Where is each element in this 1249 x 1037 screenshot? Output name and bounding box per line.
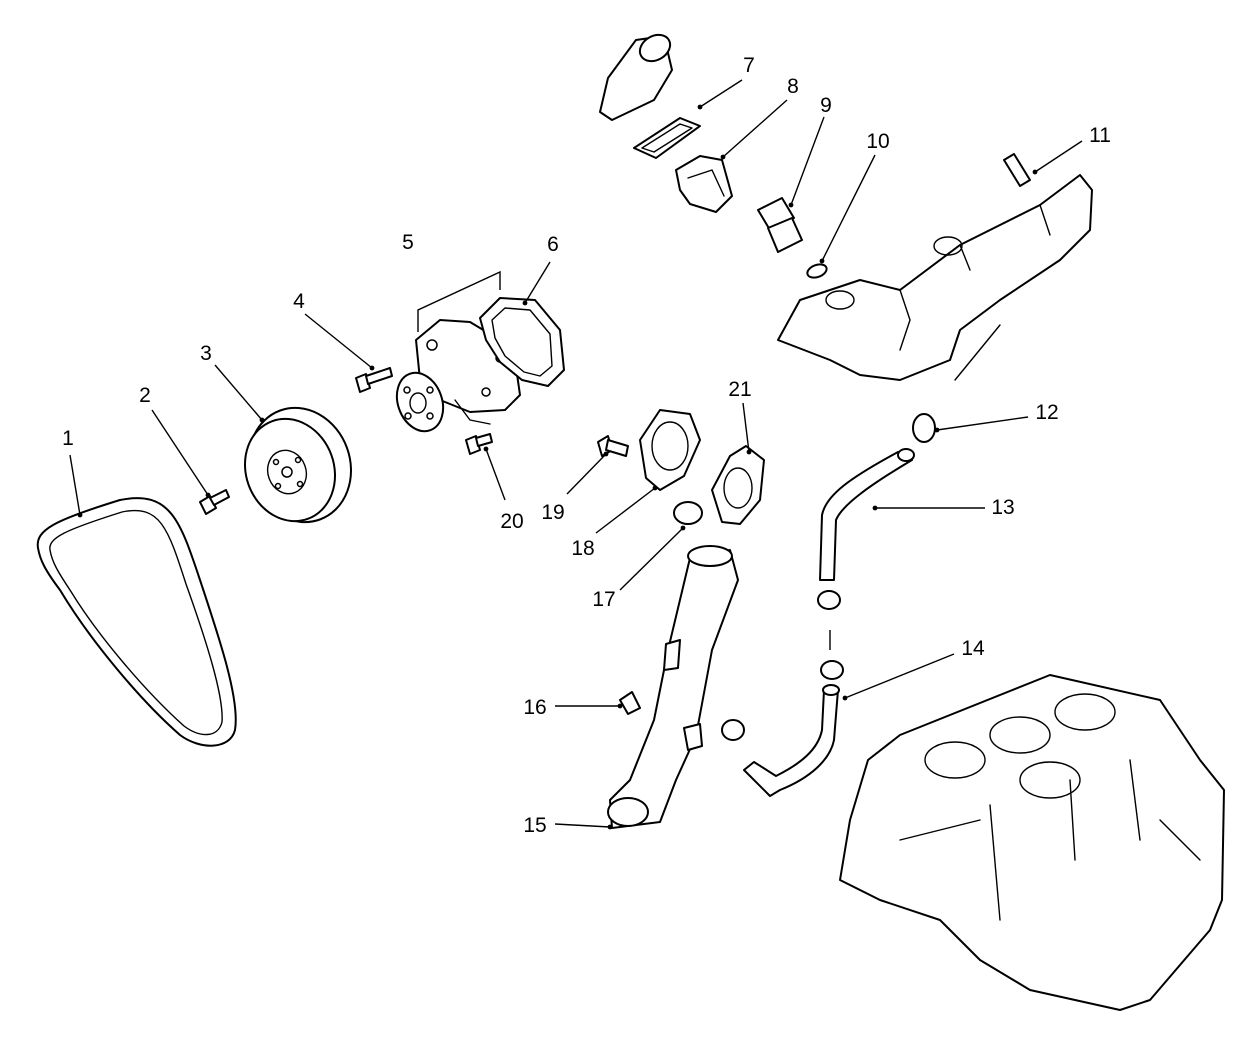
flange-gasket — [711, 445, 765, 525]
thermostat-outlet — [599, 33, 673, 121]
callout-3: 3 — [200, 342, 212, 365]
callout-labels: 1 2 3 4 5 6 7 8 9 10 11 12 13 14 15 16 1… — [62, 54, 1111, 837]
callout-13: 13 — [991, 496, 1014, 519]
leader-lines — [69, 79, 1083, 828]
callout-15: 15 — [523, 814, 546, 837]
hose-clamp-middle — [817, 590, 841, 610]
o-ring — [806, 263, 828, 279]
water-pump-gasket — [479, 297, 565, 387]
cylinder-block — [839, 674, 1225, 1011]
cylinder-head-manifold — [777, 174, 1093, 381]
callout-17: 17 — [592, 588, 615, 611]
callout-10: 10 — [866, 130, 889, 153]
callout-9: 9 — [820, 94, 832, 117]
callout-5: 5 — [402, 231, 414, 254]
hose-clamp-upper — [912, 413, 936, 443]
water-pump-bolt-long — [355, 367, 393, 393]
callout-21: 21 — [728, 378, 751, 401]
bypass-hose — [819, 448, 915, 581]
callout-20: 20 — [500, 510, 523, 533]
water-inlet-pipe — [607, 545, 739, 829]
pipe-o-ring — [673, 501, 703, 525]
thermostat — [675, 155, 733, 213]
bracket-5 — [417, 270, 501, 332]
callout-8: 8 — [787, 75, 799, 98]
water-hose — [743, 684, 840, 797]
callout-1: 1 — [62, 427, 74, 450]
flange-bolt — [597, 435, 629, 457]
callout-12: 12 — [1035, 401, 1058, 424]
callout-18: 18 — [571, 537, 594, 560]
thermostat-gasket — [633, 117, 701, 159]
leader-dots — [77, 104, 1038, 830]
temperature-sensor — [757, 197, 803, 253]
callout-6: 6 — [547, 233, 559, 256]
water-inlet-flange — [639, 409, 701, 491]
water-pump-pulley — [243, 406, 353, 524]
callout-2: 2 — [139, 384, 151, 407]
v-belt — [36, 497, 237, 747]
pipe-bolt — [619, 691, 641, 715]
callout-19: 19 — [541, 501, 564, 524]
water-pump-bolt-short — [465, 433, 493, 455]
pulley-bolt — [199, 489, 230, 515]
hose-clamp-lower — [820, 660, 844, 680]
callout-11: 11 — [1089, 124, 1111, 147]
callout-16: 16 — [523, 696, 546, 719]
temperature-sender — [1003, 153, 1031, 187]
callout-4: 4 — [293, 290, 305, 313]
callout-7: 7 — [743, 54, 755, 77]
callout-14: 14 — [961, 637, 985, 660]
hose-clamp-small — [721, 719, 745, 741]
